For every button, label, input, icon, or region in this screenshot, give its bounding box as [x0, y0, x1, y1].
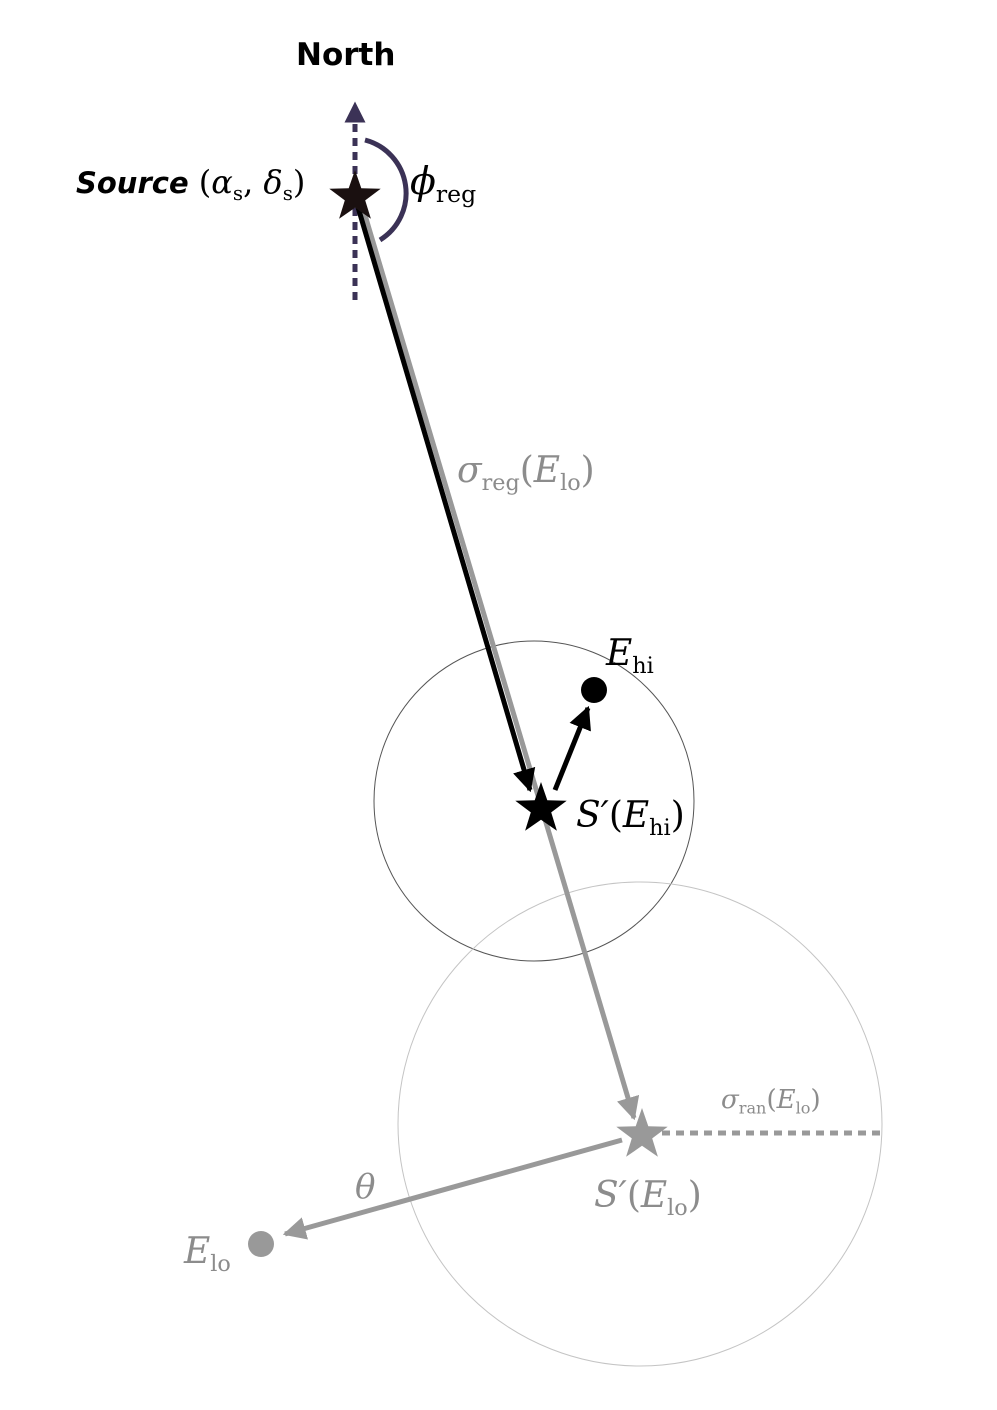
sigma-ran-symbol: σ — [721, 1085, 739, 1115]
theta-symbol: θ — [355, 1167, 376, 1207]
high-energy-star-icon — [515, 782, 567, 831]
sigma-reg-paren-close: ) — [580, 450, 595, 491]
phi-symbol: ϕ — [410, 159, 436, 203]
e-lo-symbol: E — [184, 1231, 211, 1272]
s-prime-hi-symbol: S′ — [576, 795, 609, 836]
s-prime-hi-label: S′(Ehi) — [576, 795, 685, 839]
e-hi-symbol: E — [606, 633, 633, 674]
source-alpha-sub: s — [232, 181, 244, 205]
sigma-reg-paren-open: ( — [519, 450, 534, 491]
s-prime-lo-arg: E — [640, 1175, 668, 1216]
s-prime-hi-arg: E — [622, 795, 650, 836]
s-prime-lo-symbol: S′ — [594, 1175, 627, 1216]
e-hi-sub: hi — [632, 652, 654, 679]
north-text: North — [296, 37, 396, 73]
s-prime-lo-paren-open: ( — [626, 1175, 641, 1216]
source-paren-open: ( — [198, 163, 212, 201]
sigma-reg-label: σreg(Elo) — [457, 450, 595, 494]
sigma-ran-paren-open: ( — [766, 1085, 777, 1115]
sigma-ran-label: σran(Elo) — [721, 1085, 821, 1116]
s-prime-lo-label: S′(Elo) — [594, 1175, 702, 1219]
theta-offset-arrow — [282, 1137, 623, 1240]
sigma-reg-sub: reg — [481, 469, 520, 496]
registration-offset-arrow-high — [352, 196, 536, 793]
sigma-ran-sub: ran — [738, 1098, 767, 1118]
s-prime-hi-paren-open: ( — [608, 795, 623, 836]
e-lo-sub: lo — [210, 1250, 231, 1277]
source-sep: , — [243, 163, 264, 201]
source-delta-sub: s — [282, 181, 293, 205]
sigma-reg-symbol: σ — [457, 450, 482, 491]
sigma-reg-arg: E — [533, 450, 561, 491]
low-energy-photon-dot — [248, 1231, 274, 1257]
source-paren-close: ) — [292, 163, 306, 201]
s-prime-hi-arg-sub: hi — [649, 814, 671, 841]
s-prime-lo-paren-close: ) — [687, 1175, 702, 1216]
registration-offset-line-low — [359, 204, 640, 1121]
e-hi-label: Ehi — [606, 633, 654, 677]
high-energy-offset-arrow — [552, 705, 591, 791]
sigma-ran-arg: E — [776, 1085, 796, 1115]
source-alpha: α — [211, 163, 233, 201]
source-star-icon — [329, 170, 381, 219]
e-lo-label: Elo — [184, 1231, 231, 1275]
sigma-ran-paren-close: ) — [810, 1085, 821, 1115]
north-label: North — [296, 40, 395, 71]
phi-reg-label: ϕreg — [410, 159, 476, 206]
s-prime-lo-arg-sub: lo — [667, 1194, 688, 1221]
high-energy-photon-dot — [581, 677, 607, 703]
low-energy-star-icon — [616, 1108, 668, 1157]
s-prime-hi-paren-close: ) — [670, 795, 685, 836]
source-label: Source (αs, δs) — [76, 163, 306, 203]
position-angle-arc — [364, 137, 409, 243]
source-word: Source — [76, 166, 189, 200]
sigma-ran-arg-sub: lo — [795, 1098, 811, 1118]
high-energy-uncertainty-circle — [373, 640, 695, 962]
sigma-reg-arg-sub: lo — [560, 469, 581, 496]
source-delta: δ — [263, 163, 283, 201]
theta-label: θ — [355, 1170, 375, 1204]
low-energy-uncertainty-circle — [397, 881, 883, 1367]
phi-sub: reg — [435, 180, 477, 209]
